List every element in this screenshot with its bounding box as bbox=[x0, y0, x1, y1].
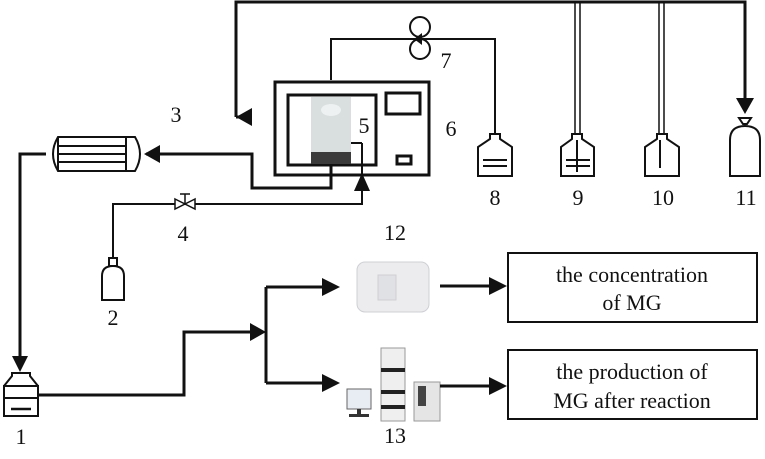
arrowhead-to-12 bbox=[322, 278, 340, 296]
arrowhead-down-11 bbox=[736, 98, 754, 114]
reactor-cabinet bbox=[273, 80, 431, 177]
sample-line bbox=[38, 285, 332, 397]
result-box-concentration bbox=[507, 252, 758, 323]
label-7: 7 bbox=[441, 48, 452, 73]
result-arrows bbox=[440, 284, 495, 388]
arrowhead-collector bbox=[12, 356, 28, 372]
valve-icon bbox=[174, 193, 196, 211]
spectrophotometer-icon bbox=[356, 261, 430, 313]
label-10: 10 bbox=[652, 185, 674, 210]
gas-manifold-line bbox=[234, 0, 747, 117]
label-4: 4 bbox=[178, 221, 189, 246]
result-box-production-line1: the production of bbox=[556, 359, 708, 384]
result-box-concentration-line2: of MG bbox=[602, 290, 661, 315]
pump-line bbox=[330, 38, 496, 135]
label-6: 6 bbox=[446, 116, 457, 141]
label-9: 9 bbox=[573, 185, 584, 210]
label-8: 8 bbox=[490, 185, 501, 210]
result-box-production bbox=[507, 349, 758, 420]
condenser-to-collector-line bbox=[18, 152, 46, 358]
collector-bottle-1-icon bbox=[3, 372, 39, 417]
label-11: 11 bbox=[735, 185, 756, 210]
arrowhead-result-2 bbox=[489, 377, 507, 395]
arrowhead-result-1 bbox=[489, 277, 507, 295]
reactor-vessel-5 bbox=[311, 97, 351, 164]
label-13: 13 bbox=[384, 423, 406, 448]
label-5: 5 bbox=[359, 113, 370, 138]
reactor-to-condenser-line bbox=[146, 152, 333, 190]
result-box-production-line2: MG after reaction bbox=[553, 388, 711, 413]
arrowhead-splitter bbox=[250, 323, 266, 341]
arrowhead-gas-in bbox=[354, 173, 370, 191]
condenser-icon bbox=[52, 136, 141, 172]
bottle-9-icon bbox=[560, 133, 595, 177]
arrowhead-condenser bbox=[144, 145, 160, 163]
gas-cylinder-2-icon bbox=[101, 257, 125, 301]
gas-cylinder-11-icon bbox=[729, 117, 761, 177]
result-box-concentration-line1: the concentration bbox=[556, 262, 708, 287]
label-12: 12 bbox=[384, 220, 406, 245]
peristaltic-pump-icon bbox=[409, 16, 431, 60]
label-3: 3 bbox=[171, 102, 182, 127]
pump-arrowhead bbox=[414, 33, 422, 45]
hplc-system-icon bbox=[346, 347, 441, 422]
gas-feed-line bbox=[112, 185, 363, 258]
arrowhead-left-reactor bbox=[236, 108, 252, 126]
label-2: 2 bbox=[108, 305, 119, 330]
bottle-8-icon bbox=[477, 133, 513, 177]
label-1: 1 bbox=[16, 424, 27, 449]
arrowhead-to-13 bbox=[322, 374, 340, 392]
bottle-10-icon bbox=[644, 133, 680, 177]
